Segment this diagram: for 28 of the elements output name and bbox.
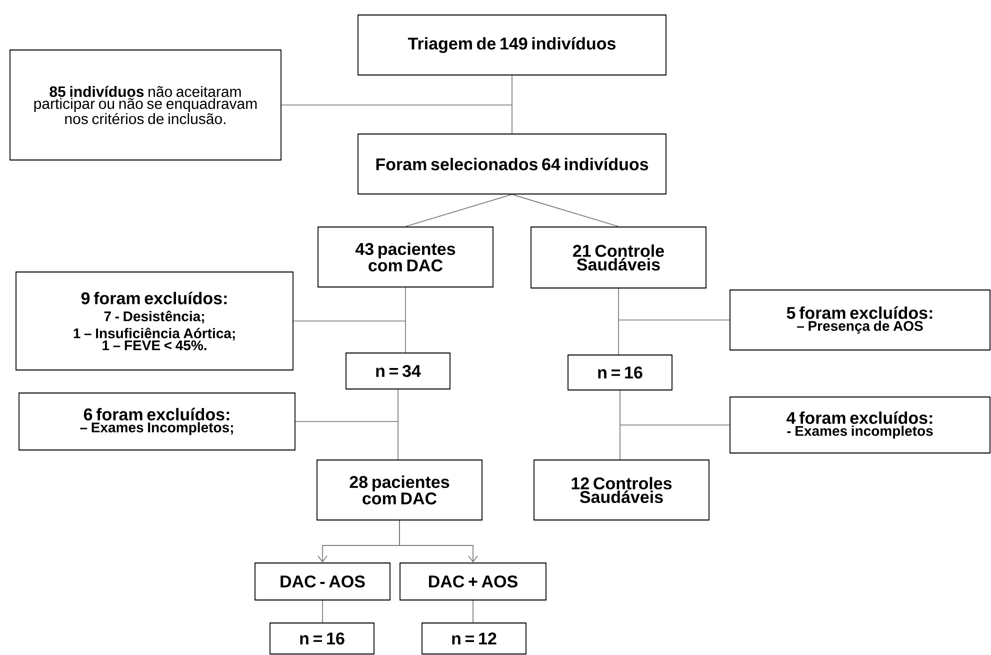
- process-box: 21 Controle Saudáveis: [530, 226, 706, 288]
- connector: [512, 194, 619, 227]
- connector: [405, 194, 512, 227]
- exclusion-box: 85 indivíduos não aceitaram participar ou não se enquadravam nos critérios de inclusão.: [10, 50, 282, 160]
- count-box: n = 12: [422, 622, 526, 654]
- group-box: DAC + AOS: [400, 562, 546, 600]
- process-box: 28 pacientes com DAC: [316, 460, 482, 520]
- count-box: n = 34: [346, 352, 450, 390]
- connector: [399, 520, 478, 563]
- connector: [405, 287, 406, 353]
- count-box: n = 16: [270, 622, 374, 654]
- count-box: n = 16: [568, 354, 672, 390]
- connector: [281, 104, 512, 106]
- exclusion-box: 9 foram excluídos: 7 - Desistência; 1 – Insuficiência Aórtica; 1 – FEVE < 45%.: [16, 272, 294, 370]
- connector: [295, 421, 398, 422]
- connector: [322, 600, 323, 623]
- process-box: 43 pacientes com DAC: [318, 226, 494, 288]
- process-box: Triagem de 149 indivíduos: [358, 14, 666, 76]
- exclusion-box: 4 foram excluídos: - Exames incompletos: [730, 396, 990, 454]
- connector: [293, 320, 406, 322]
- group-box: DAC - AOS: [254, 562, 390, 600]
- connector: [620, 424, 730, 426]
- process-box: 12 Controles Saudáveis: [534, 460, 710, 520]
- process-box: Foram selecionados 64 indivíduos: [358, 134, 666, 194]
- connector: [618, 288, 619, 355]
- connector: [472, 600, 474, 623]
- exclusion-box: 5 foram excluídos: – Presença de AOS: [730, 290, 990, 350]
- exclusion-box: 6 foram excluídos: – Exames Incompletos;: [18, 392, 296, 450]
